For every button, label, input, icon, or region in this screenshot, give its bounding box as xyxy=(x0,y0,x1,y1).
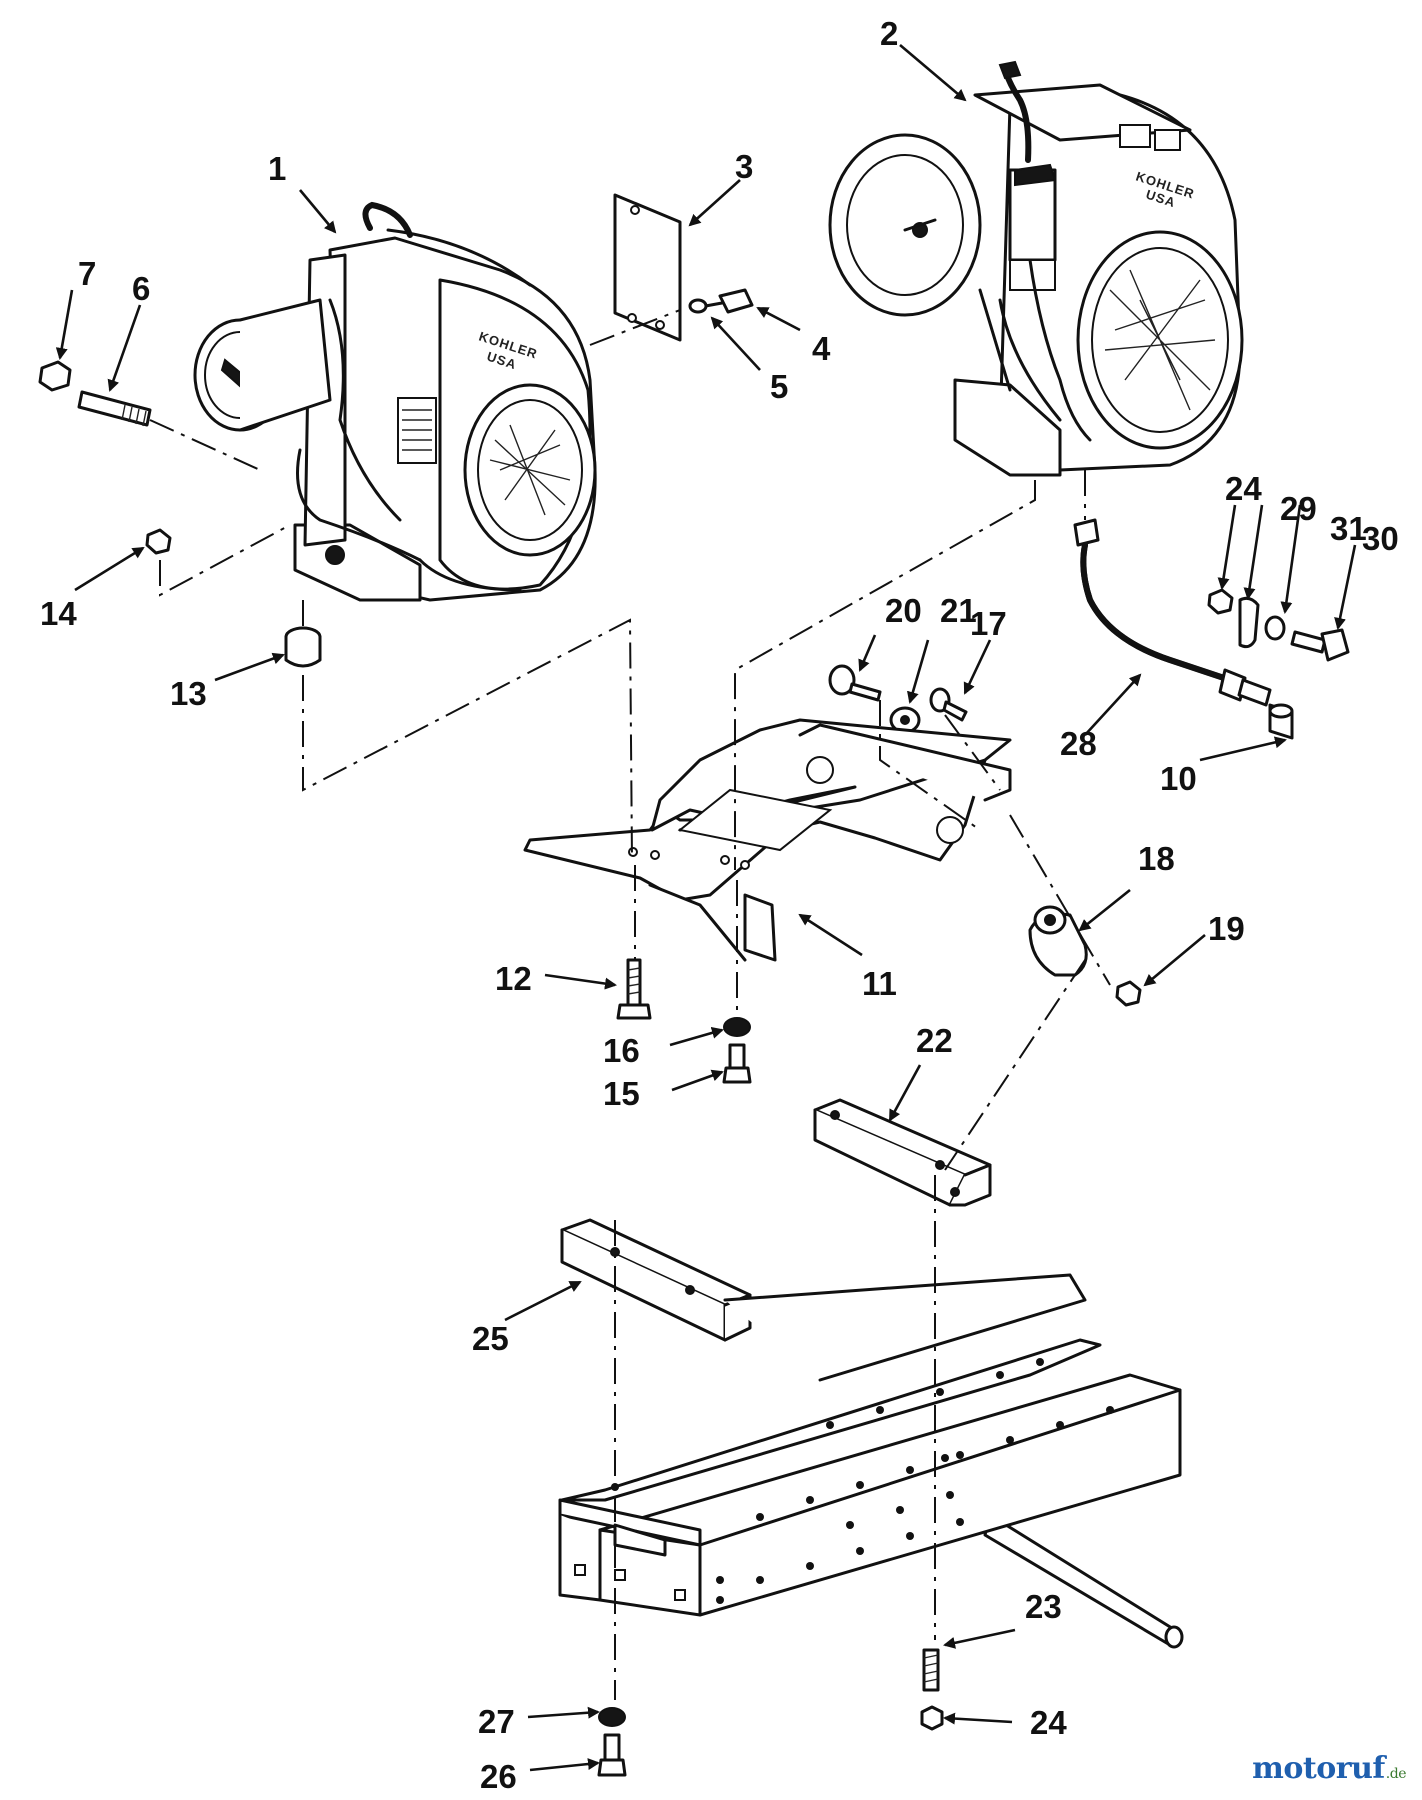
callout-27: 27 xyxy=(478,1703,515,1740)
callout-16: 16 xyxy=(603,1032,640,1069)
callout-7: 7 xyxy=(78,255,96,292)
part-27-washer xyxy=(598,1707,626,1727)
callout-28: 28 xyxy=(1060,725,1097,762)
callouts: 1 2 3 4 5 6 7 10 11 12 13 14 15 16 17 18… xyxy=(40,15,1399,1795)
callout-2: 2 xyxy=(880,15,898,52)
part-5-washer xyxy=(688,298,708,314)
watermark-logo: motoruf.de xyxy=(1252,1751,1406,1786)
part-4-bolt xyxy=(698,288,754,314)
callout-23: 23 xyxy=(1025,1588,1062,1625)
callout-6: 6 xyxy=(132,270,150,307)
part-23-stud xyxy=(922,1648,940,1692)
part-31-washer xyxy=(1264,615,1286,641)
callout-5: 5 xyxy=(770,368,788,405)
watermark-suffix: .de xyxy=(1385,1766,1407,1782)
part-19-nut xyxy=(1115,980,1142,1007)
callout-21: 21 xyxy=(940,592,977,629)
part-6-stud xyxy=(77,390,152,427)
part-16-washer xyxy=(723,1017,751,1037)
callout-19: 19 xyxy=(1208,910,1245,947)
callout-3: 3 xyxy=(735,148,753,185)
callout-11: 11 xyxy=(862,965,897,1002)
part-13-spacer xyxy=(284,626,322,668)
callout-24-top: 24 xyxy=(1225,470,1262,507)
part-10-cap xyxy=(1268,703,1294,740)
part-22-bar xyxy=(813,1098,992,1207)
part-18-flange xyxy=(1028,905,1088,977)
part-17-bolt xyxy=(929,687,968,722)
callout-13: 13 xyxy=(170,675,207,712)
callout-31: 31 xyxy=(1330,510,1367,547)
part-28-fuel-line xyxy=(1073,518,1272,707)
part-20-bolt xyxy=(828,664,882,702)
callout-22: 22 xyxy=(916,1022,953,1059)
part-11-mounting-plate xyxy=(523,718,1012,962)
callout-14: 14 xyxy=(40,595,77,632)
part-7-nut xyxy=(38,360,72,392)
callout-30: 30 xyxy=(1362,520,1399,557)
part-12-bolt xyxy=(616,958,652,1020)
callout-15: 15 xyxy=(603,1075,640,1112)
part-3-plate xyxy=(613,193,682,342)
callout-29: 29 xyxy=(1280,490,1317,527)
part-15-bolt xyxy=(722,1043,752,1084)
part-25-bar xyxy=(560,1218,752,1342)
callout-26: 26 xyxy=(480,1758,517,1795)
part-24-nut-top xyxy=(1207,588,1234,615)
leader-arrows xyxy=(55,44,1357,1772)
engine-1: KOHLER USA xyxy=(193,201,597,602)
callout-12: 12 xyxy=(495,960,532,997)
callout-24-bottom: 24 xyxy=(1030,1704,1067,1741)
callout-17: 17 xyxy=(970,605,1007,642)
frame xyxy=(558,1273,1184,1649)
part-26-bolt xyxy=(597,1733,627,1777)
callout-1: 1 xyxy=(268,150,286,187)
callout-18: 18 xyxy=(1138,840,1175,877)
callout-10: 10 xyxy=(1160,760,1197,797)
part-14-nut xyxy=(145,528,172,555)
center-lines xyxy=(149,309,1111,1700)
callout-20: 20 xyxy=(885,592,922,629)
callout-25: 25 xyxy=(472,1320,509,1357)
callout-4: 4 xyxy=(812,330,831,367)
part-30-bolt xyxy=(1290,628,1350,662)
part-29-clip xyxy=(1238,596,1260,649)
engine-2: KOHLER USA xyxy=(828,60,1244,477)
watermark-text: motoruf xyxy=(1252,1751,1385,1786)
part-24-nut-bottom xyxy=(920,1705,944,1731)
